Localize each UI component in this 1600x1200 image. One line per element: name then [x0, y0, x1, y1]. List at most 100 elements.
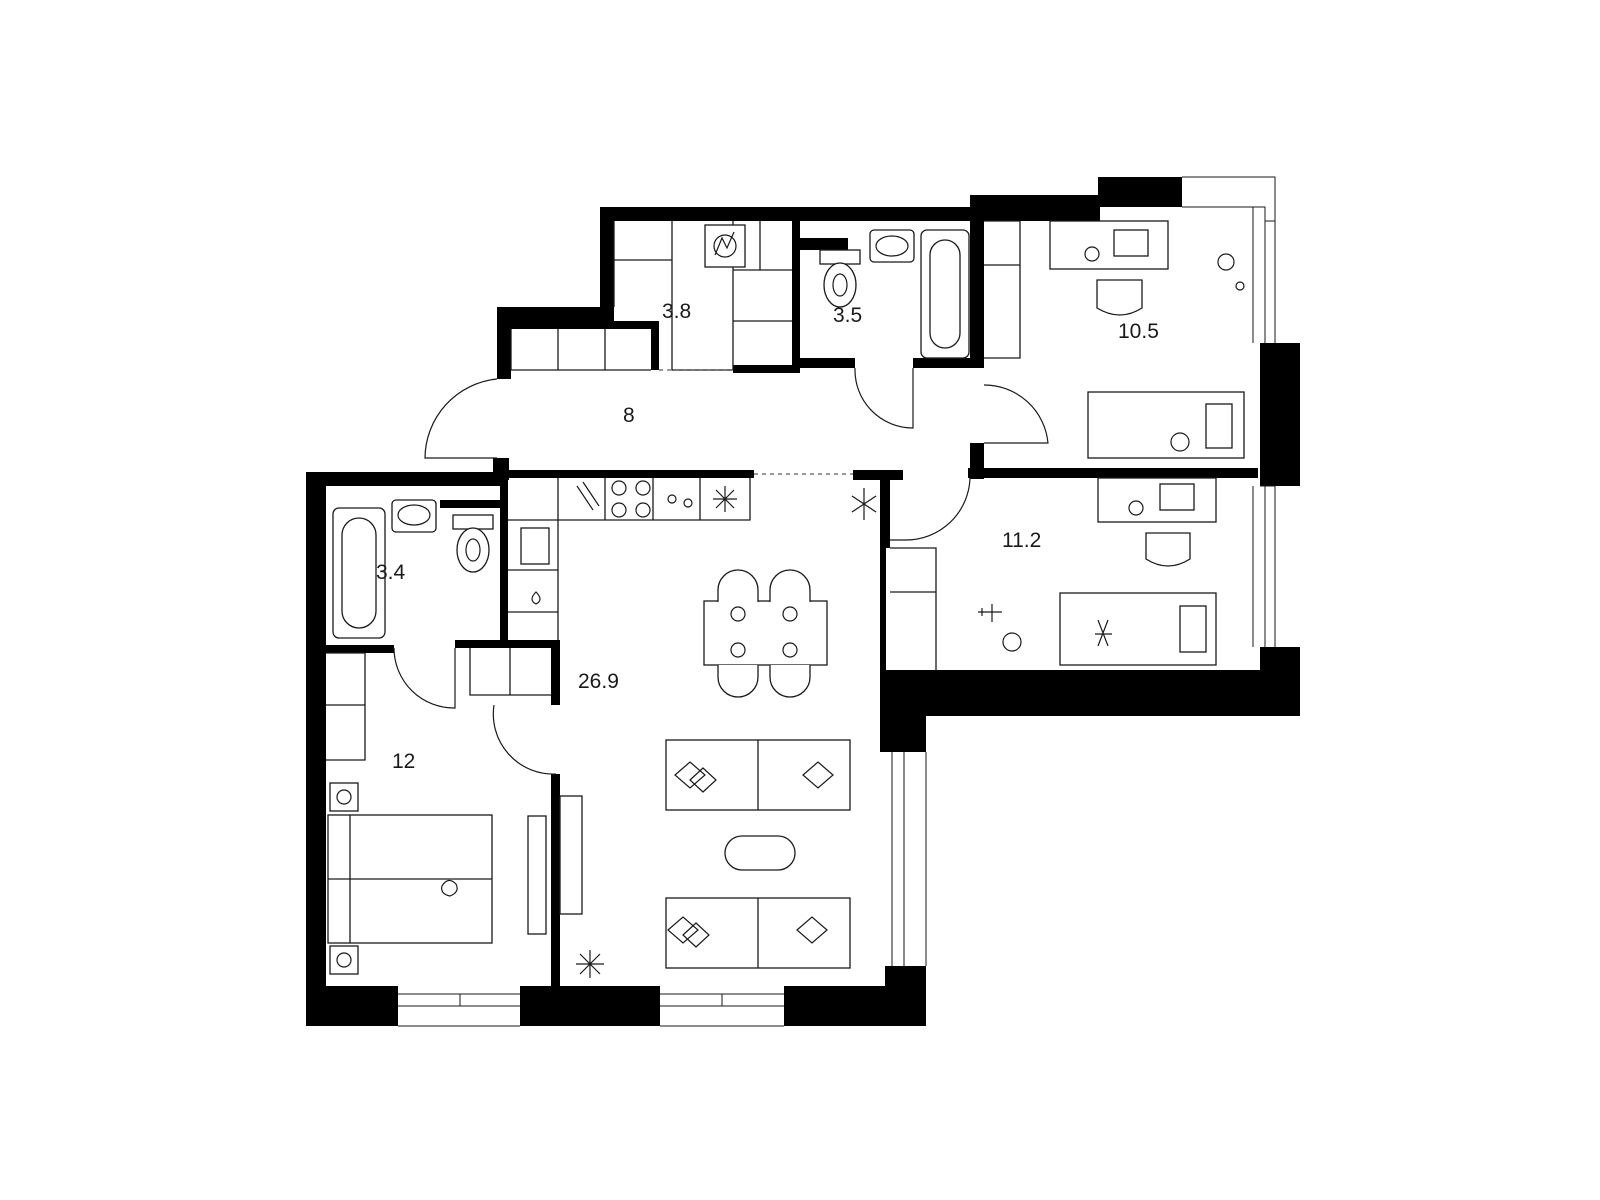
wall [800, 238, 848, 250]
washbasin-bowl [875, 235, 909, 257]
plane-icon [978, 604, 1002, 622]
nightstand [329, 782, 359, 812]
living-furniture [527, 488, 877, 978]
tv [559, 795, 583, 915]
bathtub-basin [929, 239, 961, 349]
room-area-storage: 3.8 [662, 300, 691, 323]
wall [880, 670, 1300, 716]
walls [306, 177, 1300, 1026]
washbasin [869, 229, 915, 263]
wall [440, 500, 507, 508]
chair [717, 665, 759, 698]
wall [970, 195, 1100, 221]
wall [1260, 343, 1300, 486]
dining-set [703, 569, 828, 698]
chair [769, 569, 811, 602]
stove-burner [611, 502, 627, 518]
wall [880, 716, 926, 752]
pillow-icon [802, 761, 834, 789]
bathroom-left-fixtures [332, 499, 494, 639]
chair [717, 569, 759, 602]
laptop-icon [1113, 229, 1149, 257]
wall [497, 307, 614, 321]
kitchen-fixtures [531, 480, 737, 605]
pillow-icon [667, 916, 710, 948]
room-area-hallway: 8 [623, 404, 635, 427]
wall [1098, 177, 1182, 207]
pillow-icon [674, 761, 717, 793]
toilet-tank [452, 514, 494, 530]
bed-pillow [1205, 403, 1233, 449]
wall [326, 645, 394, 653]
pillow-icon [796, 916, 828, 944]
wall [733, 365, 800, 373]
desk [1097, 477, 1217, 523]
water-drop-icon [531, 591, 541, 605]
room-labels: 3.8 3.5 10.5 8 11.2 3.4 26.9 12 [376, 300, 1159, 773]
room-area-bedroom: 12 [392, 750, 415, 773]
stove-burner [611, 480, 627, 496]
wall [800, 358, 855, 368]
wall [880, 470, 890, 548]
chair [769, 665, 811, 698]
wall [968, 468, 1258, 478]
stove-burner [635, 502, 651, 518]
windows [398, 176, 1276, 1027]
snowflake-icon [713, 486, 737, 512]
desk-chair [1096, 279, 1143, 316]
single-bed [1059, 592, 1217, 666]
kids-room-2-furniture [978, 477, 1217, 666]
tv-stand [527, 815, 547, 935]
bunny-icon [1095, 619, 1112, 647]
wall [880, 548, 886, 670]
toilet [823, 262, 857, 308]
wall [511, 321, 658, 329]
wall [306, 472, 507, 486]
wall [784, 986, 926, 1026]
bed-pillow [1179, 605, 1207, 653]
plant-icon [576, 488, 877, 978]
bedroom-furniture [327, 782, 493, 975]
ball-icon [1002, 632, 1022, 652]
nightstand [329, 945, 359, 975]
wall [970, 207, 984, 367]
coffee-table [724, 835, 796, 871]
toy-icon [1170, 432, 1190, 452]
wall [853, 470, 903, 480]
wall [651, 321, 659, 370]
room-area-kids-room-2: 11.2 [1002, 529, 1041, 552]
wall [913, 358, 984, 368]
wall [500, 478, 508, 648]
dining-table [703, 600, 828, 666]
wall [792, 221, 800, 368]
stove-burner [635, 480, 651, 496]
wall [497, 307, 511, 379]
lamp-icon [1084, 246, 1100, 262]
room-area-bathroom: 3.4 [376, 561, 406, 584]
cat-icon [441, 879, 458, 897]
doors [393, 367, 1049, 775]
wall [507, 470, 754, 478]
toilet [456, 527, 490, 573]
toilet-tank [819, 249, 861, 265]
washing-machine [704, 224, 746, 268]
desk-chair [1145, 532, 1191, 567]
interior-lines [326, 220, 1021, 761]
toy-icon [1217, 253, 1235, 271]
room-area-wc-top: 3.5 [833, 304, 862, 327]
room-area-kitchen-living: 26.9 [578, 670, 619, 693]
bathtub-basin [341, 517, 377, 629]
room-area-kids-room-1: 10.5 [1118, 320, 1159, 343]
wall [551, 774, 560, 986]
lamp-icon [1128, 500, 1144, 516]
laptop-icon [1159, 483, 1195, 511]
bathroom-top-fixtures [819, 229, 970, 359]
wall [306, 472, 326, 1026]
bottles-icon [576, 481, 600, 511]
kitchen-sink [520, 527, 550, 565]
wall [600, 207, 970, 221]
wall [520, 986, 660, 1026]
kids-room-1-furniture [1049, 220, 1245, 459]
wall [885, 966, 926, 988]
